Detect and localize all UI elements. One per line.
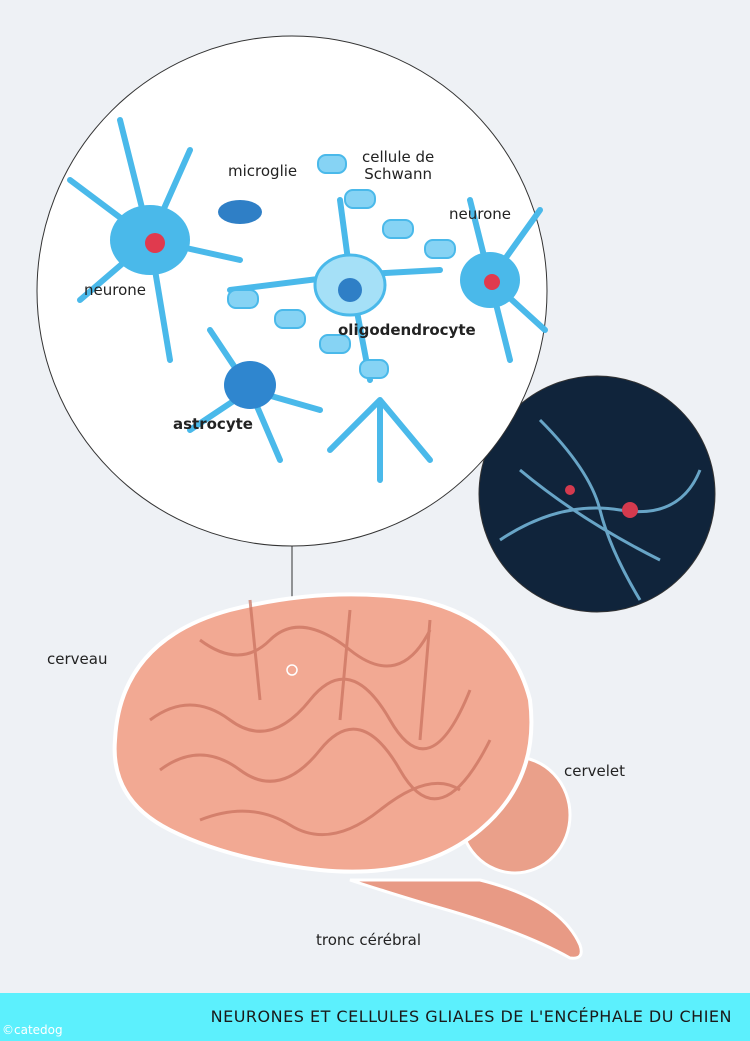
brain-illustration (112, 592, 583, 960)
label-cerveau: cerveau (47, 650, 108, 668)
label-microglie: microglie (228, 162, 298, 180)
label-schwann-cell: cellule de Schwann (362, 148, 435, 183)
label-tronc-cerebral: tronc cérébral (316, 931, 422, 949)
magnified-cells-circle (36, 35, 548, 547)
copyright: ©catedog (2, 1023, 63, 1037)
micrograph-circle (478, 375, 716, 613)
brainstem (349, 878, 583, 960)
title-banner: NEURONES ET CELLULES GLIALES DE L'ENCÉPH… (0, 993, 750, 1041)
cerebrum (112, 592, 534, 874)
label-neurone-left: neurone (84, 281, 146, 299)
label-astrocyte: astrocyte (173, 415, 253, 433)
label-cervelet: cervelet (564, 762, 626, 780)
diagram-title: NEURONES ET CELLULES GLIALES DE L'ENCÉPH… (210, 1007, 732, 1026)
cells-illustration (67, 117, 548, 483)
label-oligodendrocyte: oligodendrocyte (338, 321, 476, 339)
label-neurone-right: neurone (449, 205, 511, 223)
